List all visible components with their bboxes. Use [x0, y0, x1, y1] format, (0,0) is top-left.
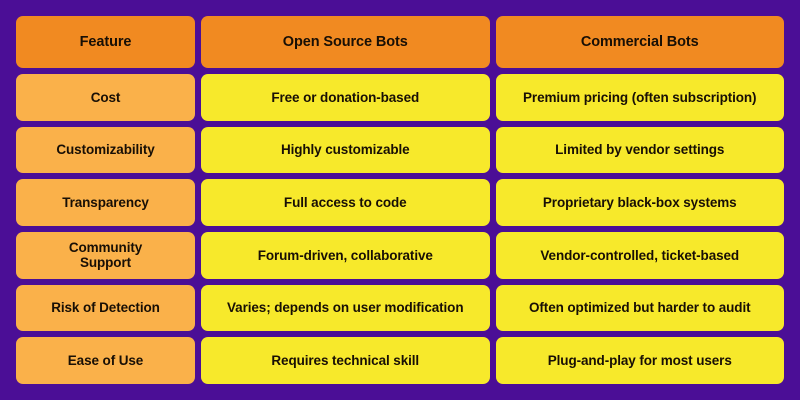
- value-cell-commercial: Vendor-controlled, ticket-based: [495, 232, 784, 279]
- value-label: Varies; depends on user modification: [227, 300, 464, 316]
- value-cell-open-source: Requires technical skill: [201, 337, 490, 385]
- feature-cell-customizability: Customizability: [16, 126, 195, 174]
- feature-label: Cost: [90, 89, 121, 105]
- value-label: Vendor-controlled, ticket-based: [540, 247, 740, 263]
- value-label: Often optimized but harder to audit: [529, 300, 751, 316]
- value-label: Free or donation-based: [271, 89, 420, 105]
- value-cell-open-source: Forum-driven, collaborative: [201, 232, 490, 279]
- feature-label: Customizability: [56, 142, 155, 158]
- value-cell-open-source: Full access to code: [201, 179, 490, 227]
- table-row: Transparency Full access to code Proprie…: [16, 179, 784, 227]
- value-label: Forum-driven, collaborative: [257, 247, 433, 263]
- table-row: Cost Free or donation-based Premium pric…: [16, 74, 784, 121]
- value-cell-commercial: Plug-and-play for most users: [495, 337, 784, 385]
- value-label: Premium pricing (often subscription): [523, 89, 757, 105]
- header-label-open-source-bots: Open Source Bots: [282, 33, 408, 50]
- table-header-row: Feature Open Source Bots Commercial Bots: [16, 16, 784, 68]
- header-cell-commercial-bots: Commercial Bots: [495, 16, 784, 68]
- feature-cell-cost: Cost: [16, 74, 195, 121]
- value-label: Highly customizable: [280, 142, 410, 158]
- value-label: Requires technical skill: [271, 353, 420, 368]
- feature-label: Community Support: [68, 239, 143, 271]
- table-row: Risk of Detection Varies; depends on use…: [16, 284, 784, 332]
- value-cell-commercial: Often optimized but harder to audit: [495, 284, 784, 332]
- feature-label: Risk of Detection: [51, 300, 160, 316]
- value-cell-open-source: Highly customizable: [201, 126, 490, 174]
- header-label-commercial-bots: Commercial Bots: [580, 33, 699, 50]
- value-cell-open-source: Free or donation-based: [201, 74, 490, 121]
- feature-cell-ease-of-use: Ease of Use: [16, 337, 195, 385]
- value-label: Plug-and-play for most users: [547, 353, 732, 368]
- value-label: Proprietary black-box systems: [542, 194, 737, 210]
- table-row: Ease of Use Requires technical skill Plu…: [16, 337, 784, 385]
- header-cell-feature: Feature: [16, 16, 195, 68]
- header-label-feature: Feature: [79, 33, 132, 50]
- value-cell-open-source: Varies; depends on user modification: [201, 284, 490, 332]
- header-cell-open-source-bots: Open Source Bots: [201, 16, 490, 68]
- value-label: Limited by vendor settings: [555, 142, 725, 158]
- feature-cell-transparency: Transparency: [16, 179, 195, 227]
- value-cell-commercial: Limited by vendor settings: [495, 126, 784, 174]
- table-row: Customizability Highly customizable Limi…: [16, 126, 784, 174]
- value-label: Full access to code: [283, 194, 407, 210]
- feature-cell-community-support: Community Support: [16, 232, 195, 279]
- feature-label: Ease of Use: [67, 353, 144, 368]
- value-cell-commercial: Proprietary black-box systems: [495, 179, 784, 227]
- feature-cell-risk-of-detection: Risk of Detection: [16, 284, 195, 332]
- feature-label: Transparency: [62, 194, 149, 210]
- table-row: Community Support Forum-driven, collabor…: [16, 232, 784, 279]
- value-cell-commercial: Premium pricing (often subscription): [495, 74, 784, 121]
